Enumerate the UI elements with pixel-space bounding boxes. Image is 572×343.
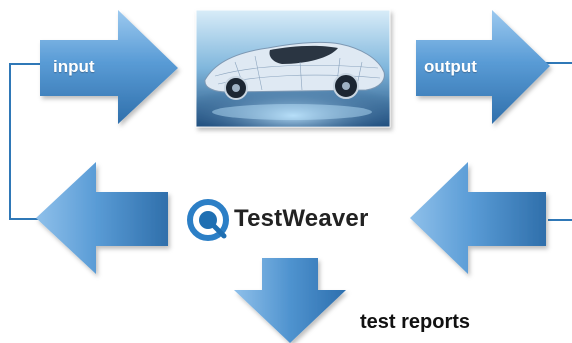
brand-name: TestWeaver: [234, 205, 369, 232]
output-label: output: [424, 57, 477, 76]
left-feedback-line: [9, 63, 52, 220]
testweaver-logo-icon: [187, 199, 229, 241]
car-wireframe-image: [195, 9, 391, 128]
feedback-arrow-left: [36, 162, 168, 274]
input-label: input: [53, 57, 95, 76]
reports-arrow-down: [234, 258, 346, 343]
connector-lines: [9, 62, 572, 221]
incoming-arrow-right: [410, 162, 546, 274]
input-arrow: [40, 10, 178, 124]
test-reports-label: test reports: [360, 311, 471, 333]
output-arrow: [416, 10, 550, 124]
